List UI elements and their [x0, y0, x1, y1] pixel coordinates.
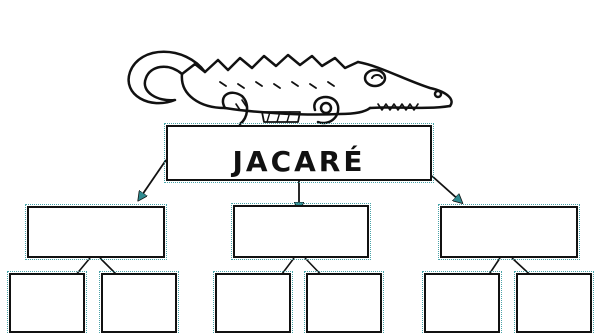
level2-node-center-b [304, 271, 384, 333]
level2-node-right-b [514, 271, 594, 333]
level2-node-center-a [213, 271, 293, 333]
arrow-root-to-left [140, 159, 167, 198]
level2-node-right-a [422, 271, 502, 333]
root-node-label: JACARÉ [232, 145, 366, 178]
level2-node-left-b [99, 271, 179, 333]
level2-node-left-a [7, 271, 87, 333]
level1-node-right [438, 204, 580, 260]
connectors-level1 [140, 159, 460, 208]
level1-node-left [25, 204, 167, 260]
level1-node-center [231, 203, 371, 260]
alligator-illustration [127, 50, 453, 126]
root-node: JACARÉ [164, 123, 434, 183]
arrow-root-to-right [431, 175, 460, 201]
